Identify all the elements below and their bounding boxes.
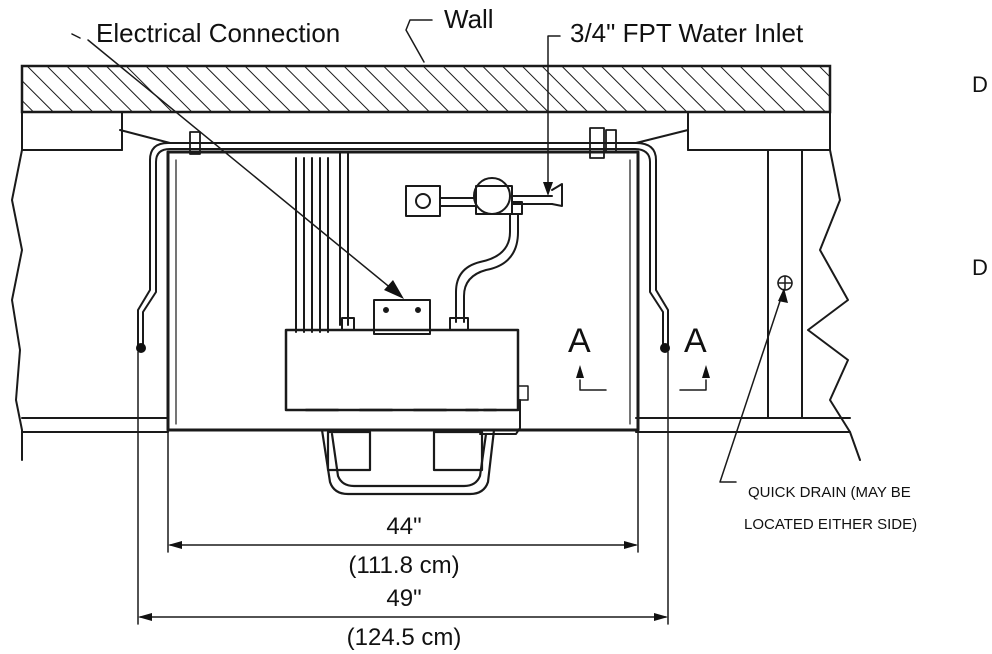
edge-letter-top: D [972, 72, 988, 97]
section-a-right-label: A [684, 322, 707, 360]
section-a-left-label: A [568, 322, 591, 360]
electrical-connection-label: Electrical Connection [96, 18, 340, 48]
basin [320, 428, 496, 496]
unit-cabinet [166, 150, 640, 432]
dimension-44-metric: (111.8 cm) [348, 552, 459, 579]
leader-lines [71, 19, 788, 483]
left-counter [11, 111, 169, 461]
rails [119, 129, 689, 346]
wall-section [20, 64, 832, 114]
dimension-49 [137, 351, 669, 625]
right-counter [635, 111, 861, 461]
electrical-conduits [295, 151, 355, 333]
top-fittings [189, 127, 617, 159]
water-valve-assembly [405, 177, 563, 331]
wall-label: Wall [444, 4, 494, 34]
unit-body [284, 328, 529, 435]
dimension-49-metric: (124.5 cm) [347, 624, 462, 651]
dimension-44-imperial: 44" [386, 513, 421, 540]
dimension-49-imperial: 49" [386, 585, 421, 612]
water-inlet-label: 3/4" FPT Water Inlet [570, 18, 804, 48]
dimension-44 [167, 431, 639, 553]
electrical-junction-box [373, 299, 431, 335]
quick-drain-label-line1: QUICK DRAIN (MAY BE [748, 484, 911, 501]
quick-drain [777, 275, 793, 291]
edge-letter-mid: D [972, 255, 988, 280]
quick-drain-label-line2: LOCATED EITHER SIDE) [744, 516, 917, 533]
rail-anchors [136, 343, 670, 353]
